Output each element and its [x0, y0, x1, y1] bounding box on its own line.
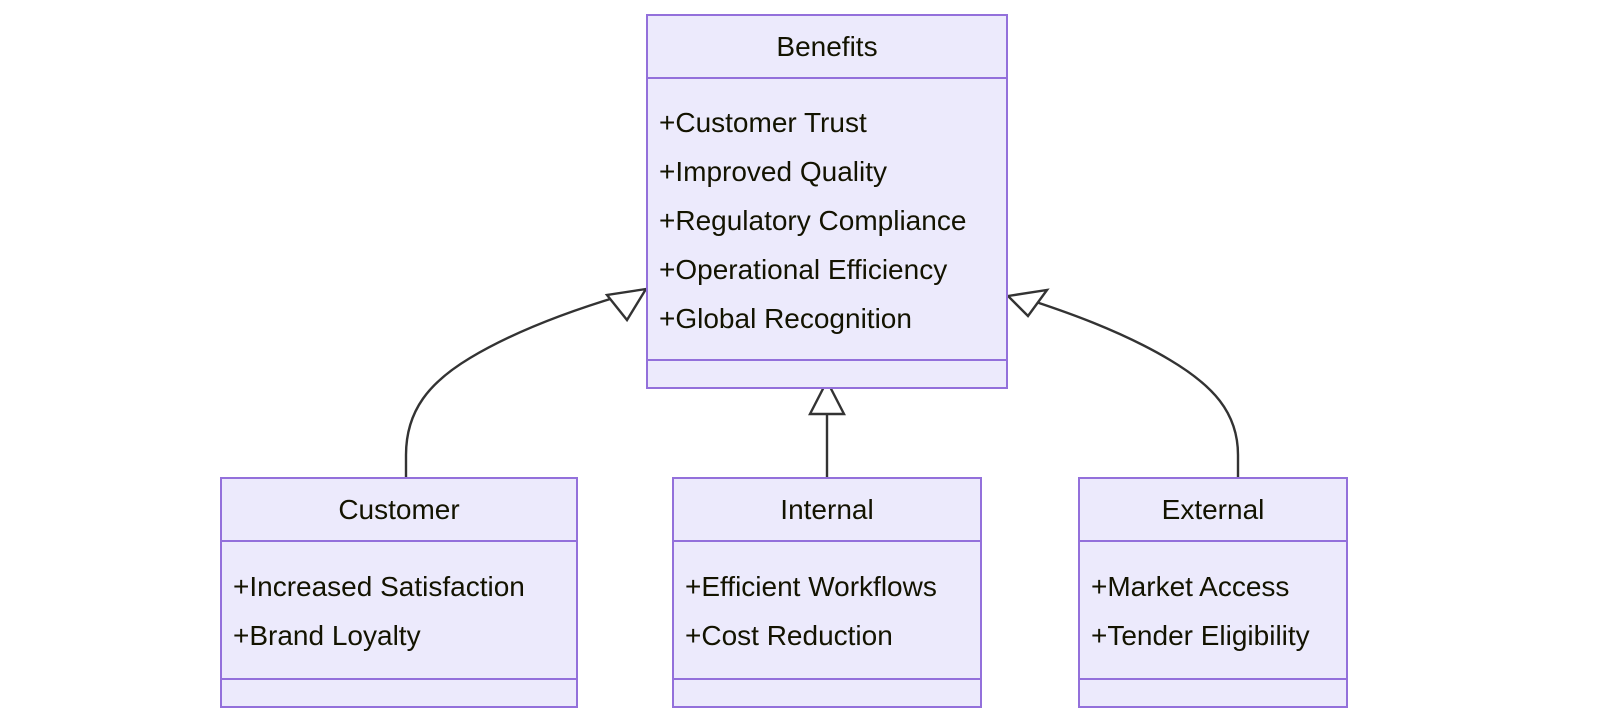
attribute-row: +Regulatory Compliance: [659, 205, 967, 236]
attribute-row: +Cost Reduction: [685, 620, 893, 651]
arrowhead-external-to-benefits: [1005, 288, 1050, 318]
class-methods-customer: [222, 680, 576, 706]
class-title-customer: Customer: [222, 479, 576, 542]
class-attributes-internal: +Efficient Workflows +Cost Reduction: [674, 542, 980, 680]
class-node-benefits[interactable]: Benefits +Customer Trust +Improved Quali…: [646, 14, 1008, 389]
edge-external-to-benefits: [1035, 300, 1240, 477]
arrowhead-customer-to-benefits: [604, 287, 649, 323]
attribute-row: +Efficient Workflows: [685, 571, 937, 602]
attribute-row: +Tender Eligibility: [1091, 620, 1310, 651]
class-title-benefits: Benefits: [648, 16, 1006, 79]
class-methods-external: [1080, 680, 1346, 706]
attribute-row: +Increased Satisfaction: [233, 571, 525, 602]
class-node-customer[interactable]: Customer +Increased Satisfaction +Brand …: [220, 477, 578, 708]
attribute-row: +Customer Trust: [659, 107, 867, 138]
attribute-row: +Brand Loyalty: [233, 620, 421, 651]
attribute-row: +Improved Quality: [659, 156, 887, 187]
attribute-row: +Operational Efficiency: [659, 254, 948, 285]
class-attributes-external: +Market Access +Tender Eligibility: [1080, 542, 1346, 680]
class-title-external: External: [1080, 479, 1346, 542]
class-attributes-customer: +Increased Satisfaction +Brand Loyalty: [222, 542, 576, 680]
class-node-external[interactable]: External +Market Access +Tender Eligibil…: [1078, 477, 1348, 708]
class-title-internal: Internal: [674, 479, 980, 542]
attribute-row: +Global Recognition: [659, 303, 912, 334]
class-node-internal[interactable]: Internal +Efficient Workflows +Cost Redu…: [672, 477, 982, 708]
class-attributes-benefits: +Customer Trust +Improved Quality +Regul…: [648, 79, 1006, 361]
class-methods-internal: [674, 680, 980, 706]
attribute-row: +Market Access: [1091, 571, 1290, 602]
class-methods-benefits: [648, 361, 1006, 387]
edge-customer-to-benefits: [404, 294, 621, 477]
